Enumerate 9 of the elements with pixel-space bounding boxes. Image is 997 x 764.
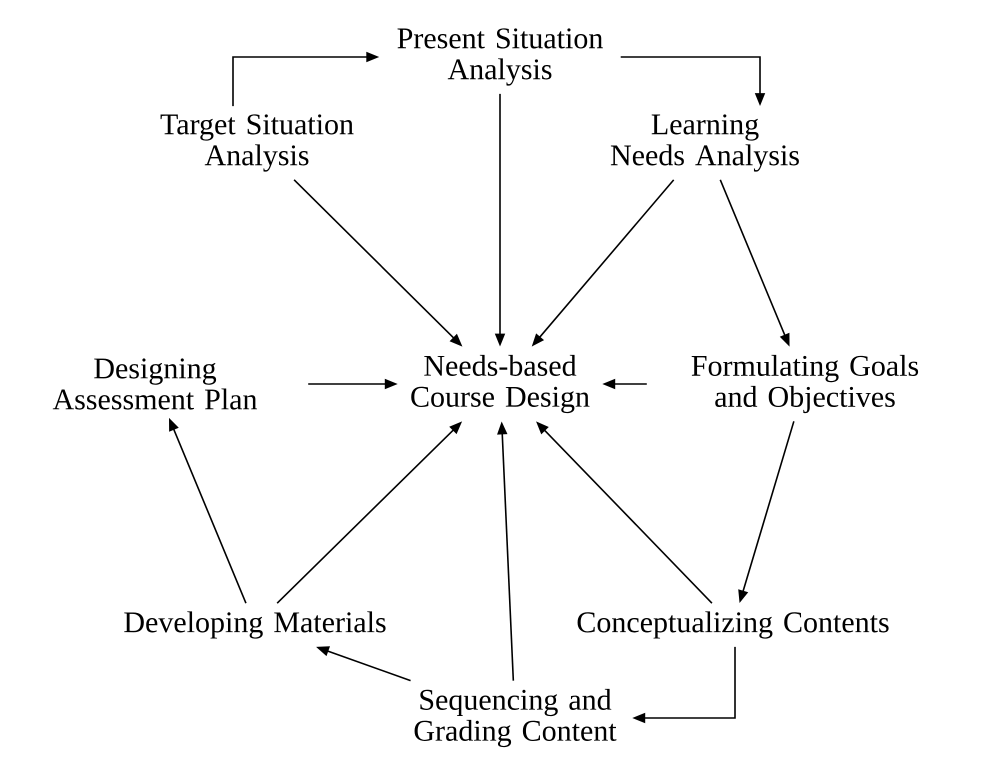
node-label: Needs-based Course Design — [411, 354, 590, 414]
node-label: Target Situation Analysis — [160, 114, 354, 172]
node-label: Learning Needs Analysis — [610, 114, 799, 172]
node-label: Sequencing and Grading Content — [414, 688, 616, 748]
node-label: Formulating Goals and Objectives — [692, 354, 918, 414]
node-label: Designing Assessment Plan — [52, 358, 258, 410]
node-label: Developing Materials — [124, 611, 386, 639]
node-label: Present Situation Analysis — [398, 28, 603, 86]
node-label: Conceptualizing Contents — [578, 611, 889, 639]
